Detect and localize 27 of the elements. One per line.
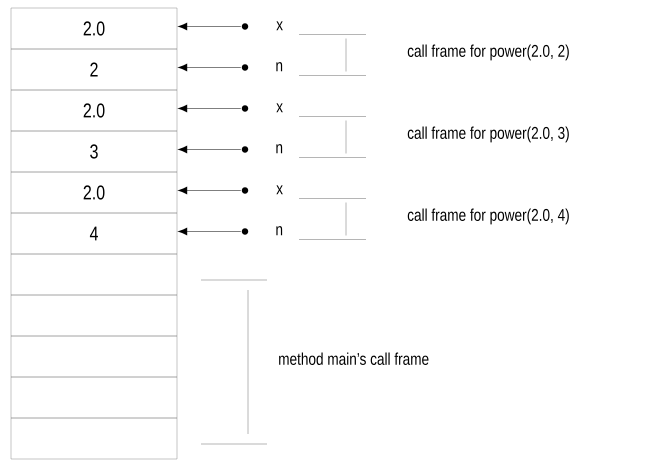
stack-cell [10, 418, 178, 460]
stack-cell [10, 336, 178, 378]
variable-name: x [276, 103, 283, 112]
frame-label: call frame for power(2.0, 2) [408, 44, 569, 60]
pointer-arrow [178, 64, 242, 72]
pointer-arrow [178, 146, 242, 154]
stack-cell [10, 294, 178, 336]
frame-label: call frame for power(2.0, 4) [408, 208, 569, 224]
variable-name: x [276, 21, 283, 30]
frame-label: method main’s call frame [279, 352, 428, 365]
stack-cell: 2.0 [10, 8, 178, 50]
stack-cell: 2.0 [10, 90, 178, 132]
pointer-arrow [178, 186, 242, 194]
variable-name: n [276, 62, 282, 72]
variable-name: n [276, 144, 282, 154]
pointer-arrow [178, 22, 242, 30]
stack-cell [10, 376, 178, 418]
frame-label: call frame for power(2.0, 3) [408, 126, 569, 142]
stack-cell [10, 254, 178, 296]
pointer-arrow [178, 228, 242, 236]
stack-cell: 3 [10, 130, 178, 172]
variable-name: n [276, 226, 282, 236]
variable-name: x [276, 185, 283, 194]
stack-cell: 2.0 [10, 172, 178, 214]
pointer-arrow [178, 104, 242, 112]
stack-cell: 2 [10, 48, 178, 90]
stack-cell: 4 [10, 212, 178, 254]
